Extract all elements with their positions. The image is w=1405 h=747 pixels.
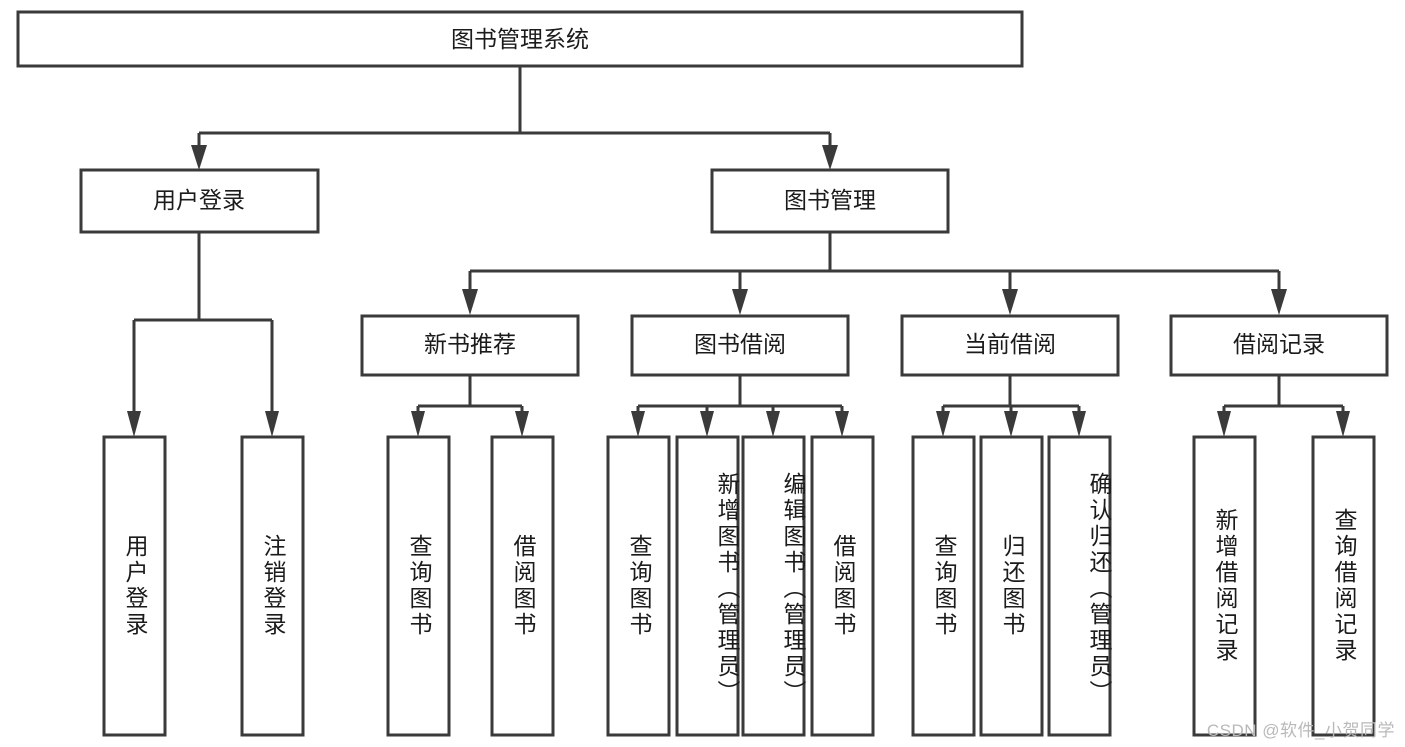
node-box-leaf-query-book-1[interactable] [386,435,451,737]
node-box-leaf-borrow-book-2[interactable] [810,435,875,737]
node-box-book-borrow[interactable] [630,314,850,377]
arrow-head-user-login [191,145,207,170]
connector-group-current-borrow [936,375,1086,437]
node-box-leaf-add-book[interactable] [675,435,740,737]
arrow-head-current-borrow [1002,289,1018,315]
node-box-leaf-query-book-2[interactable] [606,435,671,737]
node-box-borrow-record[interactable] [1169,314,1389,377]
arrow-head-leaf-borrow-book-1 [515,411,529,437]
arrow-head-leaf-add-book [700,411,714,437]
connector-group-root [191,66,838,170]
arrow-head-leaf-add-record [1217,411,1231,437]
arrow-head-leaf-borrow-book-2 [835,411,849,437]
arrow-head-borrow-record [1271,289,1287,315]
node-label-book-borrow: 图书借阅 [694,331,786,357]
node-box-new-book-recommend[interactable] [360,314,580,377]
connector-group-book-borrow [631,375,849,437]
csdn-watermark: CSDN @软件_小贺同学 [1206,721,1395,740]
node-box-user-login[interactable] [79,168,320,234]
arrow-head-leaf-edit-book [766,411,780,437]
arrow-head-leaf-confirm-return [1072,411,1086,437]
arrow-head-book-mgmt [822,145,838,170]
node-box-leaf-query-record[interactable] [1311,435,1376,737]
node-box-leaf-user-login[interactable] [102,435,167,737]
node-label-new-book-recommend: 新书推荐 [424,331,516,357]
node-label-book-mgmt: 图书管理 [784,187,876,213]
node-box-current-borrow[interactable] [900,314,1120,377]
node-box-leaf-confirm-return[interactable] [1047,435,1112,737]
arrow-head-leaf-query-book-1 [411,411,425,437]
node-box-leaf-borrow-book-1[interactable] [490,435,555,737]
node-label-current-borrow: 当前借阅 [964,331,1056,357]
arrow-head-book-borrow [732,289,748,315]
node-box-book-mgmt[interactable] [710,168,950,234]
arrow-head-leaf-user-login [127,411,141,437]
arrow-head-new-book [462,289,478,315]
node-label-root: 图书管理系统 [451,26,589,52]
node-box-root[interactable] [16,10,1024,68]
node-box-leaf-logout[interactable] [240,435,305,737]
arrow-head-leaf-query-book-3 [936,411,950,437]
node-box-leaf-edit-book[interactable] [741,435,806,737]
connector-group-borrow-record [1217,375,1350,437]
node-label-borrow-record: 借阅记录 [1233,331,1325,357]
arrow-head-leaf-query-record [1336,411,1350,437]
connector-group-book-mgmt [462,232,1287,315]
node-box-leaf-return-book[interactable] [979,435,1044,737]
arrow-head-leaf-return-book [1004,411,1018,437]
arrow-head-leaf-query-book-2 [631,411,645,437]
connector-group-user-login [127,232,279,437]
connector-group-new-book [411,375,529,437]
node-box-leaf-add-record[interactable] [1192,435,1257,737]
node-box-leaf-query-book-3[interactable] [911,435,976,737]
arrow-head-leaf-logout [265,411,279,437]
node-label-user-login: 用户登录 [153,187,245,213]
